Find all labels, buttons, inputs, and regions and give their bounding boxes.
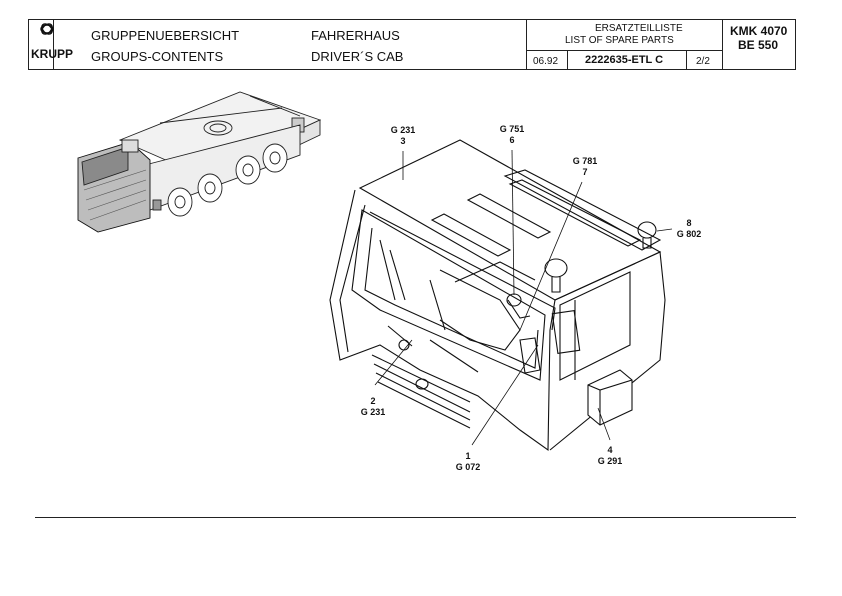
- callout-number: 4: [607, 445, 613, 455]
- callout-code: G 231: [360, 407, 386, 417]
- callout-part-1: 1 G 072: [451, 451, 485, 473]
- callout-code: G 231: [390, 125, 416, 135]
- crane-vehicle-illustration: [77, 91, 322, 233]
- callout-number: 8: [686, 218, 692, 228]
- callout-part-2: 2 G 231: [356, 396, 390, 418]
- callout-number: 1: [465, 451, 471, 461]
- group-title-en: GROUPS-CONTENTS: [91, 49, 224, 64]
- title-block: KRUPP GRUPPENUEBERSICHT GROUPS-CONTENTS …: [28, 19, 796, 70]
- doc-number: 2222635-ETL C: [585, 54, 664, 66]
- section-title-de: FAHRERHAUS: [311, 28, 400, 43]
- callout-code: G 291: [597, 456, 623, 466]
- callout-number: 3: [400, 136, 406, 146]
- krupp-logo: KRUPP: [30, 23, 80, 69]
- callout-number: 2: [370, 396, 376, 406]
- group-title-de: GRUPPENUEBERSICHT: [91, 28, 240, 43]
- section-title-en: DRIVER´S CAB: [311, 49, 404, 64]
- krupp-rings-icon: [40, 23, 54, 35]
- callout-part-3: G 231 3: [386, 125, 420, 147]
- page-number: 2/2: [696, 56, 710, 67]
- model-variant: BE 550: [738, 38, 779, 52]
- list-title-de: ERSATZTEILLISTE: [595, 23, 683, 34]
- callout-part-7: G 781 7: [568, 156, 602, 178]
- list-title-en: LIST OF SPARE PARTS: [565, 35, 674, 46]
- bottom-rule: [35, 517, 796, 518]
- callout-code: G 781: [572, 156, 598, 166]
- brand-name: KRUPP: [31, 47, 74, 61]
- callout-number: 6: [509, 135, 515, 145]
- model-number: KMK 4070: [730, 24, 788, 38]
- callout-code: G 072: [455, 462, 481, 472]
- callout-code: G 751: [499, 124, 525, 134]
- callout-part-6: G 751 6: [495, 124, 529, 146]
- leader-lines: [374, 149, 673, 446]
- callout-number: 7: [582, 167, 588, 177]
- callout-part-8: 8 G 802: [672, 218, 706, 240]
- date: 06.92: [533, 56, 559, 67]
- callout-part-4: 4 G 291: [593, 445, 627, 467]
- callout-code: G 802: [676, 229, 702, 239]
